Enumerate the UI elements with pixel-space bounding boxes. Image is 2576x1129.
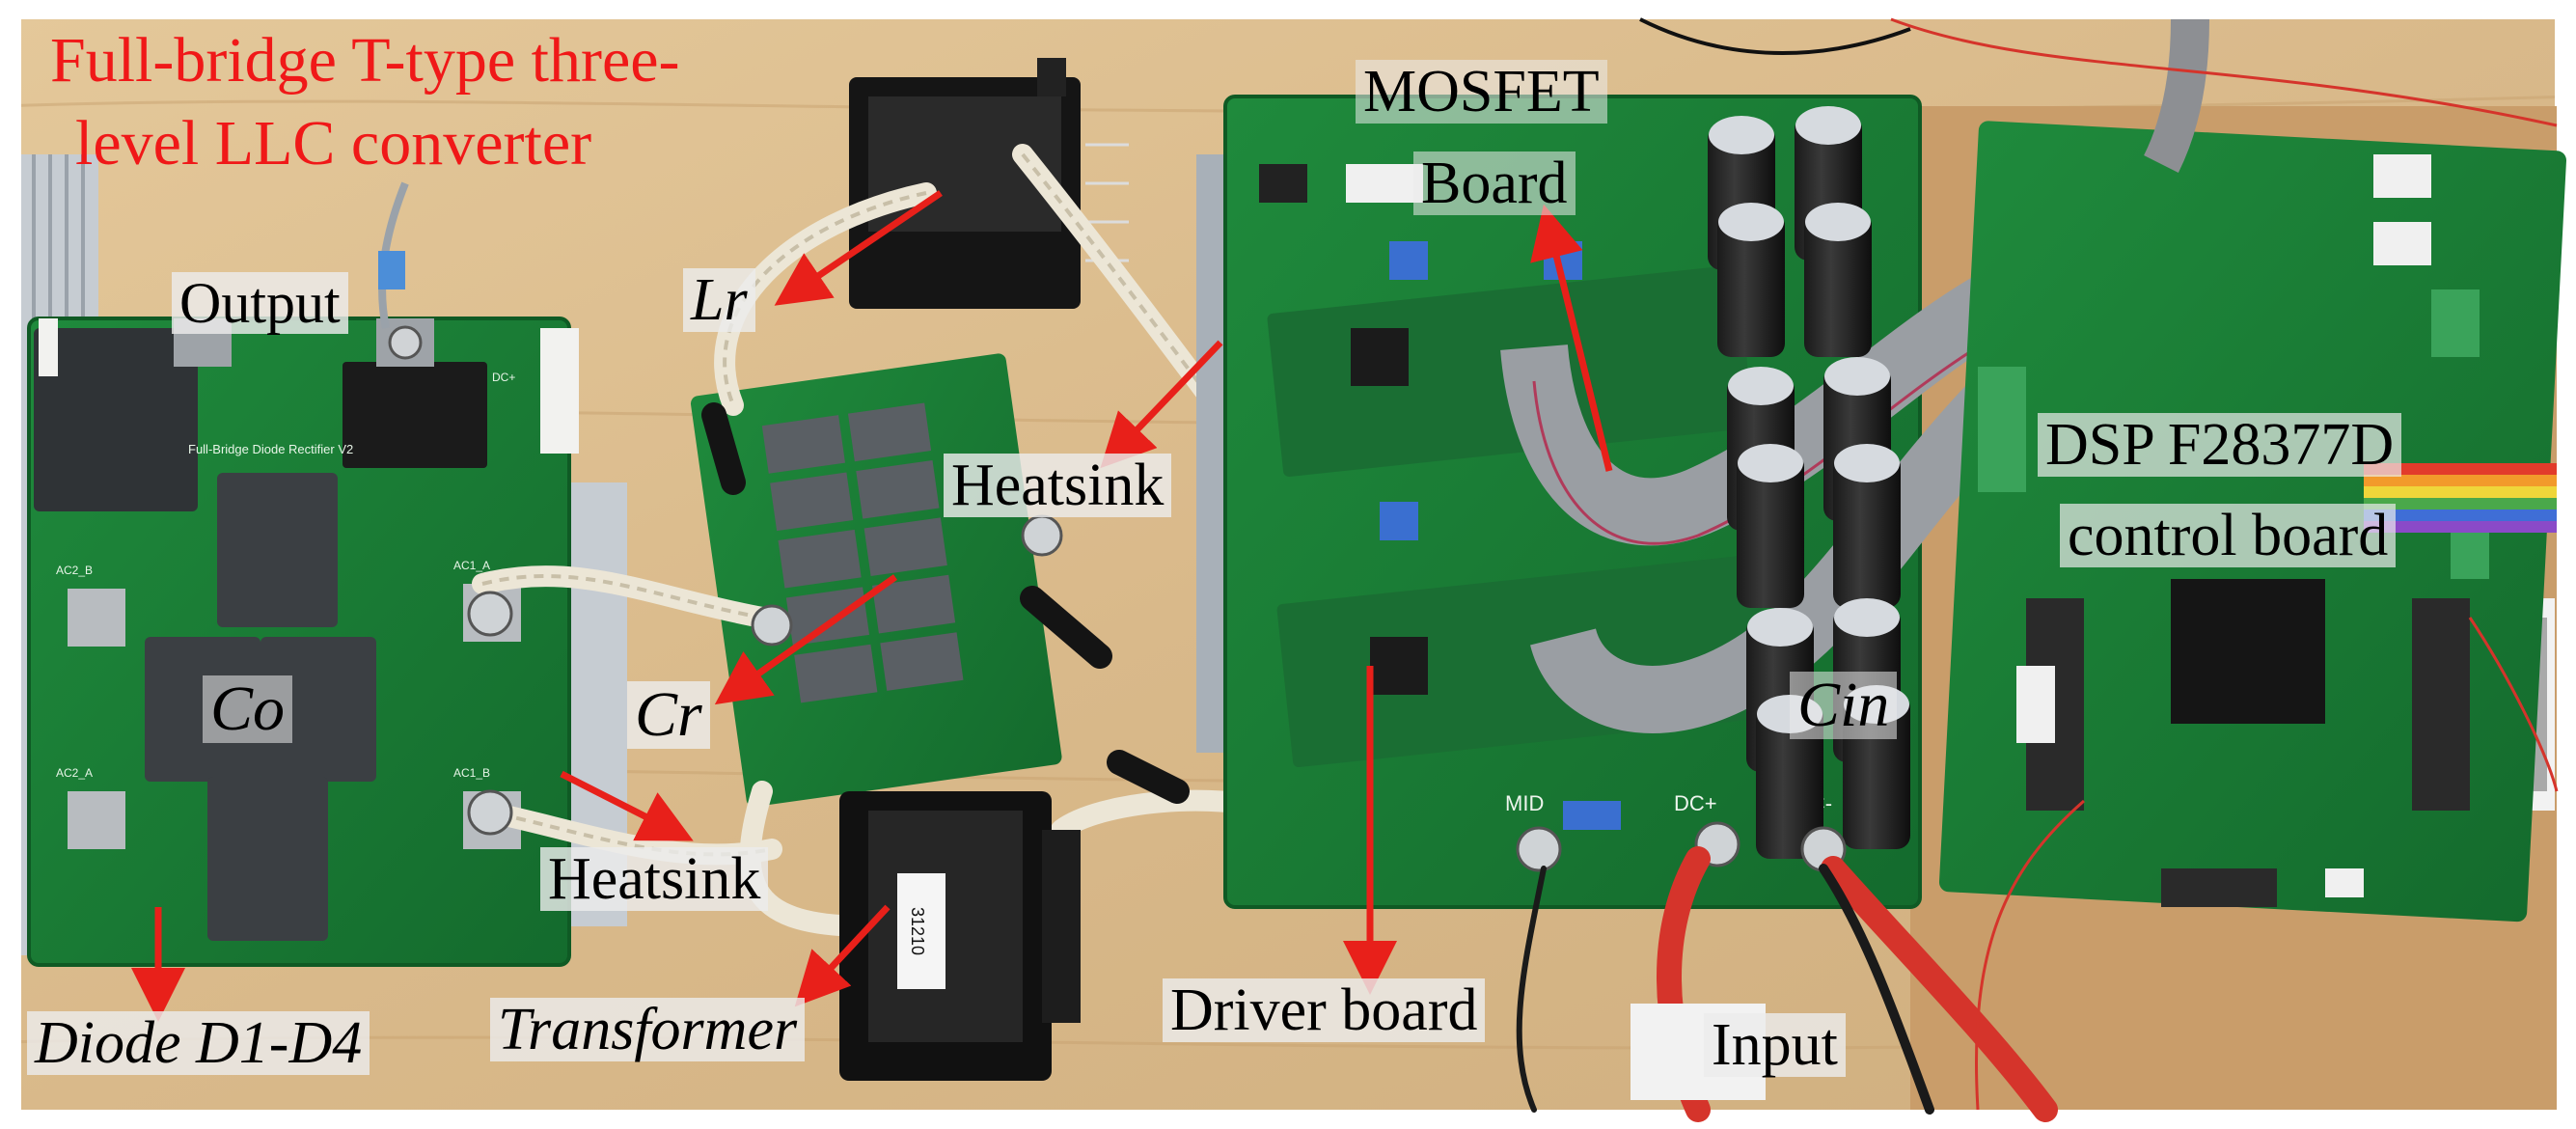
silk-ac2a: AC2_A — [56, 766, 93, 780]
label-diode: Diode D1-D4 — [27, 1011, 370, 1075]
figure-title-line-2: level LLC converter — [75, 108, 592, 179]
transformer-marking: 31210 — [908, 907, 927, 955]
label-heatsink-bottom: Heatsink — [540, 847, 769, 911]
label-mosfet-line2: Board — [1413, 151, 1576, 215]
silk-ac1b: AC1_B — [453, 766, 490, 780]
label-heatsink-top: Heatsink — [944, 454, 1172, 517]
label-co: Co — [203, 675, 293, 743]
label-lr: Lr — [683, 268, 755, 332]
silk-mid: MID — [1505, 791, 1544, 815]
figure-title-line-1: Full-bridge T-type three- — [50, 25, 680, 96]
arrow-transformer — [794, 904, 891, 1007]
annotation-arrows — [131, 190, 1613, 1022]
label-driver-board: Driver board — [1163, 978, 1486, 1042]
label-input: Input — [1704, 1013, 1846, 1077]
arrow-mosfet-board — [1530, 204, 1613, 472]
silk-dcplus: DC+ — [1674, 791, 1717, 815]
label-dsp-line2: control board — [2060, 504, 2397, 567]
silk-ac2b: AC2_B — [56, 564, 93, 577]
label-cin: Cin — [1790, 672, 1898, 739]
rectifier-silkscreen-name: Full-Bridge Diode Rectifier V2 — [188, 442, 353, 456]
label-output: Output — [172, 272, 348, 334]
arrow-lr — [774, 190, 943, 306]
cr-board — [690, 353, 1062, 808]
silk-dcplus-out: DC+ — [492, 371, 515, 384]
label-transformer: Transformer — [490, 998, 806, 1061]
label-mosfet-line1: MOSFET — [1356, 60, 1607, 124]
arrow-cr — [714, 574, 898, 705]
label-cr: Cr — [627, 681, 710, 749]
label-dsp-line1: DSP F28377D — [2038, 413, 2402, 477]
arrow-heatsink-bottom — [560, 770, 694, 841]
arrow-heatsink-top — [1100, 340, 1223, 469]
silk-ac1a: AC1_A — [453, 559, 490, 572]
